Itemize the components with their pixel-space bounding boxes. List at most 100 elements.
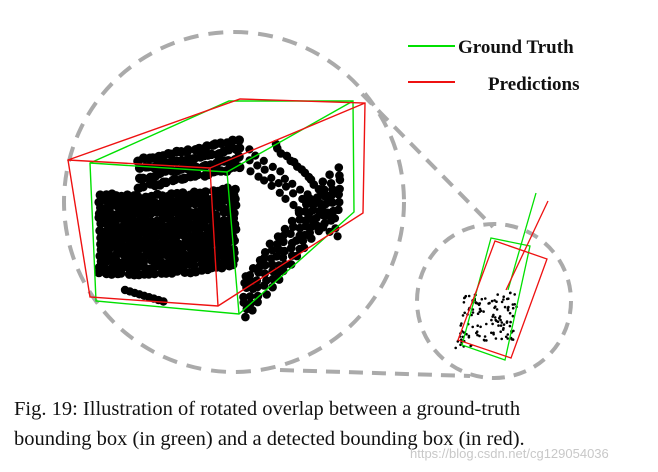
point (318, 177, 328, 186)
point (471, 311, 475, 314)
point (471, 325, 475, 329)
watermark-url: https://blog.csdn.net/cg129054036 (410, 446, 609, 461)
point (490, 299, 494, 303)
point (462, 331, 466, 334)
point (183, 200, 193, 210)
point (105, 243, 115, 253)
point (123, 197, 133, 207)
point (480, 297, 484, 301)
point (259, 281, 269, 290)
point (502, 298, 505, 301)
point (239, 298, 249, 307)
point (268, 282, 277, 292)
point (234, 135, 244, 145)
point (274, 179, 283, 188)
point (259, 156, 268, 165)
point (334, 163, 344, 172)
point (260, 176, 269, 185)
point (497, 324, 500, 327)
original-point-cloud (454, 291, 518, 350)
point (511, 303, 515, 306)
point (500, 337, 504, 341)
point (325, 227, 334, 236)
point (504, 335, 508, 339)
point (319, 211, 328, 220)
point (499, 330, 503, 334)
point (508, 324, 512, 328)
point (267, 245, 277, 255)
point (496, 320, 500, 324)
point (280, 174, 289, 183)
point (500, 300, 504, 304)
point (217, 263, 227, 273)
point (502, 326, 505, 330)
point (94, 268, 104, 278)
point (246, 167, 255, 176)
point (493, 299, 496, 302)
point (464, 294, 468, 298)
point (499, 324, 503, 327)
point (301, 221, 311, 231)
point (493, 316, 497, 319)
point (138, 181, 148, 192)
point (276, 167, 285, 176)
point (245, 145, 254, 154)
legend: Ground Truth Predictions (408, 37, 579, 95)
point (476, 333, 479, 337)
point (307, 234, 316, 243)
point (469, 344, 473, 348)
point (494, 318, 498, 322)
point (467, 294, 471, 298)
original-view-circle (415, 222, 573, 380)
point (460, 322, 463, 325)
point (317, 202, 327, 211)
point (178, 243, 188, 253)
point (502, 295, 506, 299)
point (228, 260, 238, 270)
point (511, 306, 515, 310)
point (513, 293, 516, 296)
point (465, 332, 468, 336)
point (267, 173, 276, 183)
point (289, 222, 298, 231)
point (454, 346, 458, 350)
point (178, 188, 188, 198)
point (292, 236, 301, 245)
point (184, 223, 194, 233)
magnified-prediction-box (67, 98, 366, 307)
point (334, 205, 343, 215)
point (183, 145, 193, 155)
point (502, 323, 506, 326)
point (170, 174, 180, 185)
point (482, 310, 485, 313)
point (294, 206, 303, 215)
point (260, 253, 269, 263)
point (234, 143, 245, 153)
point (229, 236, 239, 246)
point (319, 223, 328, 232)
point (286, 243, 296, 253)
point (133, 262, 143, 272)
point (289, 200, 298, 210)
point (505, 321, 509, 324)
magnified-ground-truth-box (89, 100, 355, 315)
point (499, 318, 502, 322)
point (333, 232, 342, 241)
point (467, 334, 471, 338)
point (496, 293, 500, 296)
point (503, 305, 507, 309)
point (327, 216, 336, 225)
point (139, 227, 149, 237)
point (495, 300, 498, 304)
point (482, 338, 486, 342)
point (304, 211, 313, 220)
point (201, 187, 211, 197)
point (462, 301, 466, 304)
point (248, 306, 257, 315)
point (234, 162, 245, 173)
caption-line-1: Fig. 19: Illustration of rotated overlap… (14, 398, 521, 420)
point (281, 182, 291, 191)
point (513, 303, 516, 306)
point (492, 331, 495, 335)
point (303, 190, 312, 199)
